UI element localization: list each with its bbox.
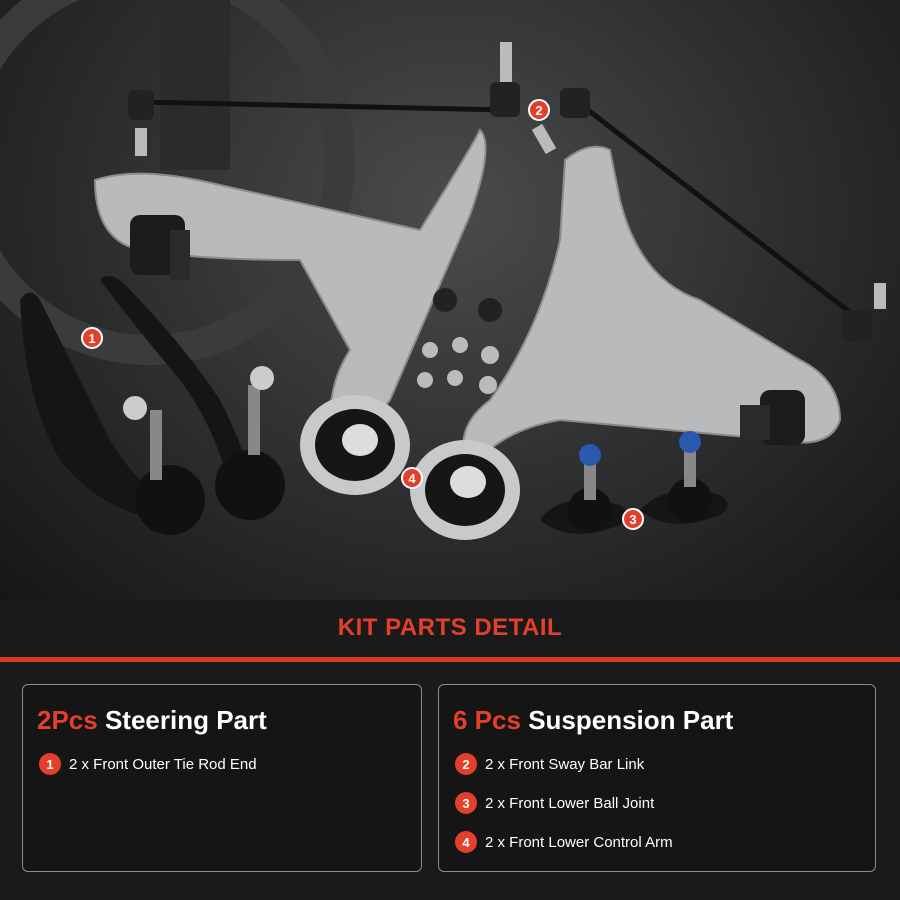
sway-bar-link-left	[128, 42, 520, 156]
item-text: 2 x Front Lower Ball Joint	[485, 794, 655, 812]
steering-label: Steering Part	[104, 705, 267, 735]
kit-parts-title: KIT PARTS DETAIL	[337, 614, 563, 641]
control-arm-right	[410, 145, 842, 540]
list-item: 3 2 x Front Lower Ball Joint	[455, 792, 654, 814]
steering-heading: 2Pcs Steering Part	[37, 705, 267, 736]
product-photo: 1 2 3 4	[0, 0, 900, 600]
background-strut	[160, 0, 230, 170]
tie-rod-end-right	[100, 276, 285, 520]
ball-joint-right	[640, 431, 728, 524]
callout-badge-1: 1	[81, 327, 103, 349]
callout-badge-3: 3	[622, 508, 644, 530]
control-arm-left	[93, 128, 487, 495]
item-number-badge: 2	[455, 753, 477, 775]
ball-joint-left	[540, 444, 628, 534]
sway-bar-link-right	[531, 88, 886, 342]
background-wheel	[0, 0, 355, 365]
list-item: 4 2 x Front Lower Control Arm	[455, 831, 673, 853]
parts-illustration	[0, 0, 886, 540]
steering-panel: 2Pcs Steering Part 1 2 x Front Outer Tie…	[22, 684, 422, 872]
steering-qty: 2Pcs	[37, 705, 98, 735]
suspension-panel: 6 Pcs Suspension Part 2 2 x Front Sway B…	[438, 684, 876, 872]
item-number-badge: 1	[39, 753, 61, 775]
hardware-nuts-bolts	[417, 288, 502, 394]
callout-badge-2: 2	[528, 99, 550, 121]
list-item: 1 2 x Front Outer Tie Rod End	[39, 753, 257, 775]
divider-bar	[0, 657, 900, 662]
suspension-heading: 6 Pcs Suspension Part	[453, 705, 733, 736]
callout-badge-4: 4	[401, 467, 423, 489]
item-text: 2 x Front Sway Bar Link	[485, 755, 645, 773]
list-item: 2 2 x Front Sway Bar Link	[455, 753, 644, 775]
item-number-badge: 4	[455, 831, 477, 853]
suspension-label: Suspension Part	[528, 705, 734, 735]
tie-rod-end-left	[20, 292, 205, 535]
suspension-qty: 6 Pcs	[453, 705, 521, 735]
item-text: 2 x Front Lower Control Arm	[485, 833, 673, 851]
item-text: 2 x Front Outer Tie Rod End	[69, 755, 257, 773]
item-number-badge: 3	[455, 792, 477, 814]
